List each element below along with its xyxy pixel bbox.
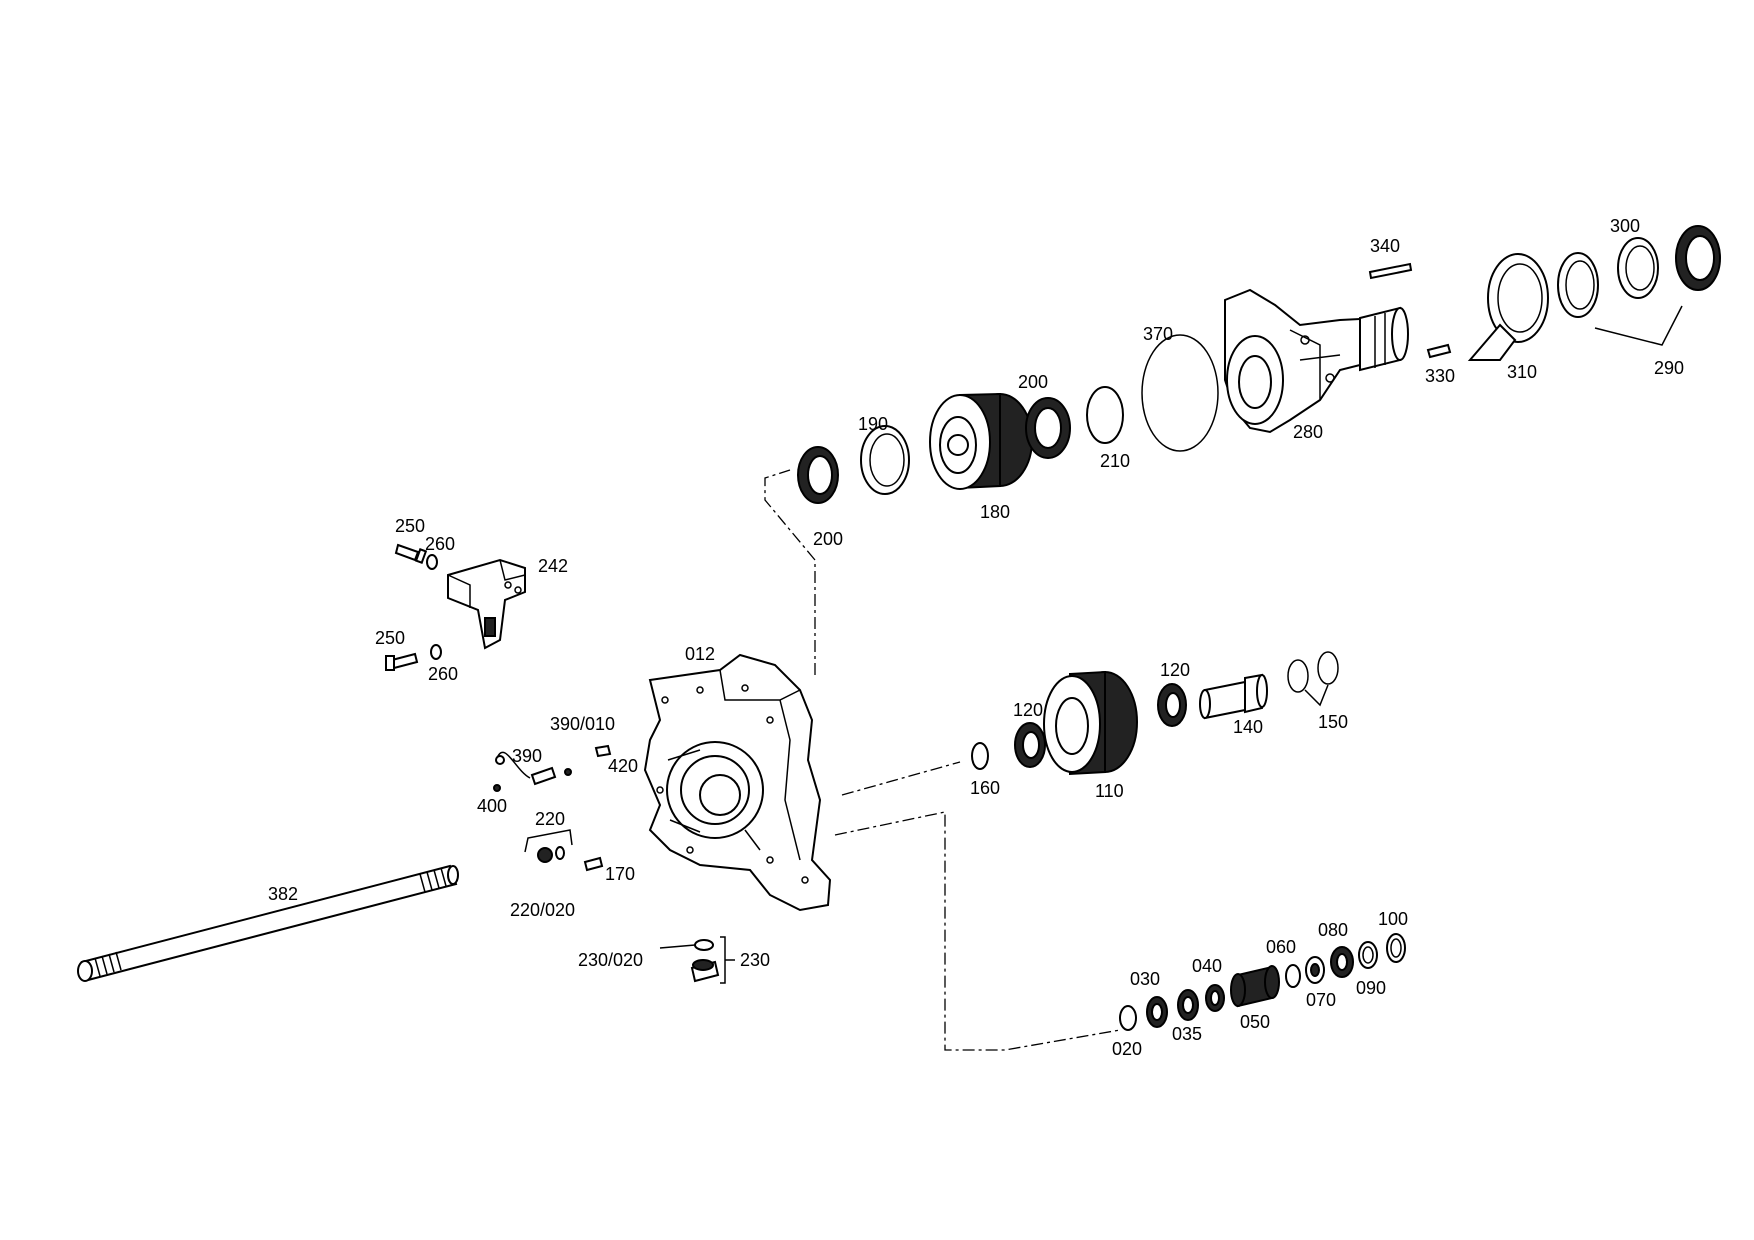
plug-390-010 xyxy=(564,768,572,776)
o-ring-370 xyxy=(1141,334,1219,452)
screw-170 xyxy=(583,856,604,872)
label-120-right: 120 xyxy=(1160,660,1190,680)
plug-220 xyxy=(524,829,573,863)
pin-340 xyxy=(1368,262,1413,280)
label-120-left: 120 xyxy=(1013,700,1043,720)
label-180: 180 xyxy=(980,502,1010,522)
label-100: 100 xyxy=(1378,909,1408,929)
label-200-left: 200 xyxy=(813,529,843,549)
bearing-200-right xyxy=(1025,397,1071,459)
label-050: 050 xyxy=(1240,1012,1270,1032)
shaft-140 xyxy=(1199,673,1268,720)
pin-400 xyxy=(493,784,501,792)
gear-180 xyxy=(929,392,1033,490)
label-220: 220 xyxy=(535,809,565,829)
assembly-guide-lines xyxy=(764,469,1121,1051)
label-035: 035 xyxy=(1172,1024,1202,1044)
label-370: 370 xyxy=(1143,324,1173,344)
label-140: 140 xyxy=(1233,717,1263,737)
label-040: 040 xyxy=(1192,956,1222,976)
label-190: 190 xyxy=(858,414,888,434)
label-382: 382 xyxy=(268,884,298,904)
ring-190 xyxy=(860,425,910,495)
washer-260-top xyxy=(426,554,438,570)
part-labels: 012 020 030 035 040 050 060 070 080 090 … xyxy=(268,216,1684,1059)
label-220-020: 220/020 xyxy=(510,900,575,920)
ring-060 xyxy=(1285,964,1301,988)
bolt-250-top xyxy=(394,543,428,564)
label-260-bottom: 260 xyxy=(428,664,458,684)
washer-260-bottom xyxy=(430,644,442,660)
label-030: 030 xyxy=(1130,969,1160,989)
bearing-200-left xyxy=(797,446,839,504)
ring-150-a xyxy=(1287,659,1309,693)
shield-310 xyxy=(1467,253,1549,361)
axle-shaft-382 xyxy=(77,864,459,982)
housing-012 xyxy=(643,653,832,912)
label-160: 160 xyxy=(970,778,1000,798)
label-090: 090 xyxy=(1356,978,1386,998)
ring-150-b xyxy=(1317,651,1339,685)
label-340: 340 xyxy=(1370,236,1400,256)
label-330: 330 xyxy=(1425,366,1455,386)
label-230: 230 xyxy=(740,950,770,970)
ring-090 xyxy=(1358,941,1378,969)
label-020: 020 xyxy=(1112,1039,1142,1059)
ring-300-a xyxy=(1557,252,1599,318)
bearing-120-right xyxy=(1157,683,1187,727)
label-260-top: 260 xyxy=(425,534,455,554)
carrier-280 xyxy=(1224,288,1409,434)
label-250-bottom: 250 xyxy=(375,628,405,648)
label-012: 012 xyxy=(685,644,715,664)
label-230-020: 230/020 xyxy=(578,950,643,970)
label-290: 290 xyxy=(1654,358,1684,378)
ring-300-b xyxy=(1617,237,1659,299)
sleeve-050 xyxy=(1230,965,1280,1008)
label-280: 280 xyxy=(1293,422,1323,442)
label-210: 210 xyxy=(1100,451,1130,471)
ring-020 xyxy=(1119,1005,1137,1031)
label-300: 300 xyxy=(1610,216,1640,236)
label-060: 060 xyxy=(1266,937,1296,957)
pin-330 xyxy=(1426,343,1452,359)
bearing-120-left xyxy=(1014,722,1046,768)
sensor-390 xyxy=(495,751,557,786)
label-200-right: 200 xyxy=(1018,372,1048,392)
bracket-242 xyxy=(447,558,526,650)
label-250-top: 250 xyxy=(395,516,425,536)
label-080: 080 xyxy=(1318,920,1348,940)
gear-110 xyxy=(1043,670,1138,776)
label-310: 310 xyxy=(1507,362,1537,382)
label-390-010: 390/010 xyxy=(550,714,615,734)
leader-290 xyxy=(1594,305,1683,346)
plug-230 xyxy=(659,936,735,984)
bolt-250-bottom xyxy=(385,652,419,671)
seal-290 xyxy=(1675,225,1721,291)
label-390: 390 xyxy=(512,746,542,766)
label-242: 242 xyxy=(538,556,568,576)
leader-150 xyxy=(1304,684,1329,707)
label-070: 070 xyxy=(1306,990,1336,1010)
ring-100 xyxy=(1386,933,1406,963)
label-420: 420 xyxy=(608,756,638,776)
label-110: 110 xyxy=(1095,781,1124,801)
label-170: 170 xyxy=(605,864,635,884)
ring-160 xyxy=(971,742,989,770)
ring-210 xyxy=(1086,386,1124,444)
label-400: 400 xyxy=(477,796,507,816)
screw-420 xyxy=(594,744,612,758)
label-150: 150 xyxy=(1318,712,1348,732)
